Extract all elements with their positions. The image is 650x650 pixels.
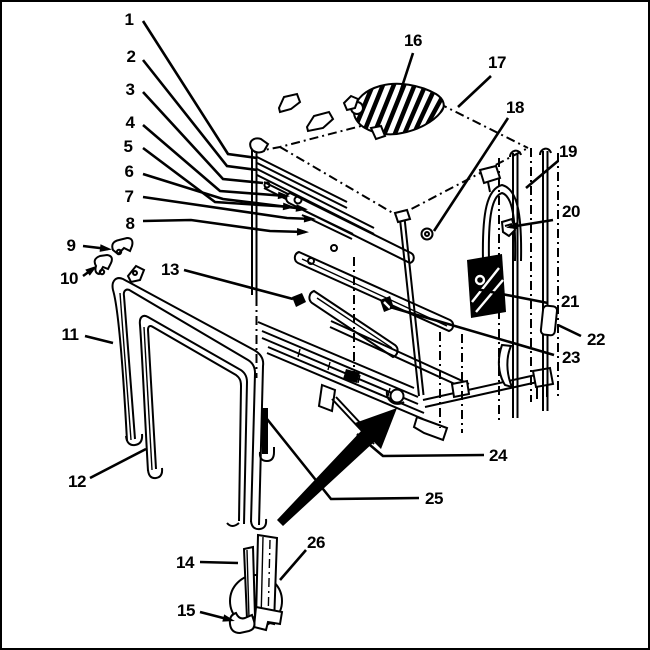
callout-label-6: 6 [125,162,134,181]
callout-arrowhead-6 [295,204,308,212]
top-edge-bracket [277,92,302,114]
callout-label-12: 12 [68,472,86,491]
callout-arrowhead-20 [506,221,519,230]
callout-arrowhead-4 [277,191,290,200]
callout-label-3: 3 [126,80,135,99]
callout-label-23: 23 [562,348,580,367]
callout-label-18: 18 [506,98,524,117]
callout-label-2: 2 [127,47,136,66]
callout-label-15: 15 [177,601,195,620]
grommet [420,227,434,241]
callout-leader-4 [142,124,287,198]
callout-leader-3 [142,91,264,185]
callout-arrowhead-15 [222,614,235,622]
callout-label-16: 16 [404,31,422,50]
callout-label-11: 11 [62,325,79,344]
callout-leader-26 [279,549,307,581]
callout-label-17: 17 [488,53,506,72]
callout-layer: 1234567891011121314151617181920212223242… [60,10,605,622]
right-hinge-posts [353,147,559,433]
callout-label-8: 8 [126,214,135,233]
callout-label-26: 26 [307,533,325,552]
callout-leader-21 [470,286,549,305]
door-frame-artwork [111,264,275,531]
callout-label-25: 25 [425,489,443,508]
callout-leader-25 [265,418,420,501]
outer-door-frame [111,277,268,531]
clip-9 [111,236,134,256]
latch-assembly [467,254,506,318]
callout-label-19: 19 [559,142,577,161]
callout-label-13: 13 [161,260,179,279]
callout-arrowhead-7 [303,214,316,223]
callout-label-1: 1 [125,10,134,29]
tub-artwork [249,82,559,445]
callout-label-7: 7 [125,187,134,206]
callout-leader-14 [199,560,239,565]
callout-leader-18 [432,117,510,232]
strike-plate [539,304,559,337]
direction-arrow [277,408,397,526]
callout-arrowhead-8 [296,227,309,236]
callout-label-24: 24 [489,446,508,465]
callout-leader-6 [142,172,305,211]
tub-bottom-frame [257,321,555,445]
callout-leader-17 [457,75,492,108]
callout-label-4: 4 [126,113,136,132]
striped-cover-part [342,82,445,141]
vent-part-artwork [228,533,284,635]
callout-label-22: 22 [587,330,605,349]
callout-arrowhead-9 [99,244,112,252]
callout-leader-2 [141,59,258,172]
callout-label-20: 20 [562,202,580,221]
callout-label-5: 5 [124,137,133,156]
callout-label-10: 10 [60,269,78,288]
callout-leader-8 [142,218,306,234]
callout-leader-1 [141,20,258,160]
callout-leader-11 [84,334,114,345]
top-edge-bracket-2 [305,110,335,133]
callout-arrowhead-10 [85,265,98,276]
callout-leader-24 [356,433,485,458]
callout-label-14: 14 [176,553,195,572]
callout-leader-22 [557,323,582,338]
clip-10 [93,253,113,276]
front-left-corner-post [249,137,270,378]
rail-fastener-13 [292,293,306,307]
callout-leader-23 [389,305,555,357]
clips-artwork [93,236,134,276]
callout-leader-12 [89,447,147,480]
frame-corner-clip [126,264,146,284]
callout-leader-7 [142,195,313,221]
inner-door-frame [138,314,249,527]
callout-leader-16 [396,52,415,100]
callout-label-21: 21 [561,292,579,311]
tub-top-rear-edges [253,103,529,153]
callout-label-9: 9 [67,236,76,255]
callout-leader-13 [183,268,294,301]
callout-leader-19 [525,160,559,189]
